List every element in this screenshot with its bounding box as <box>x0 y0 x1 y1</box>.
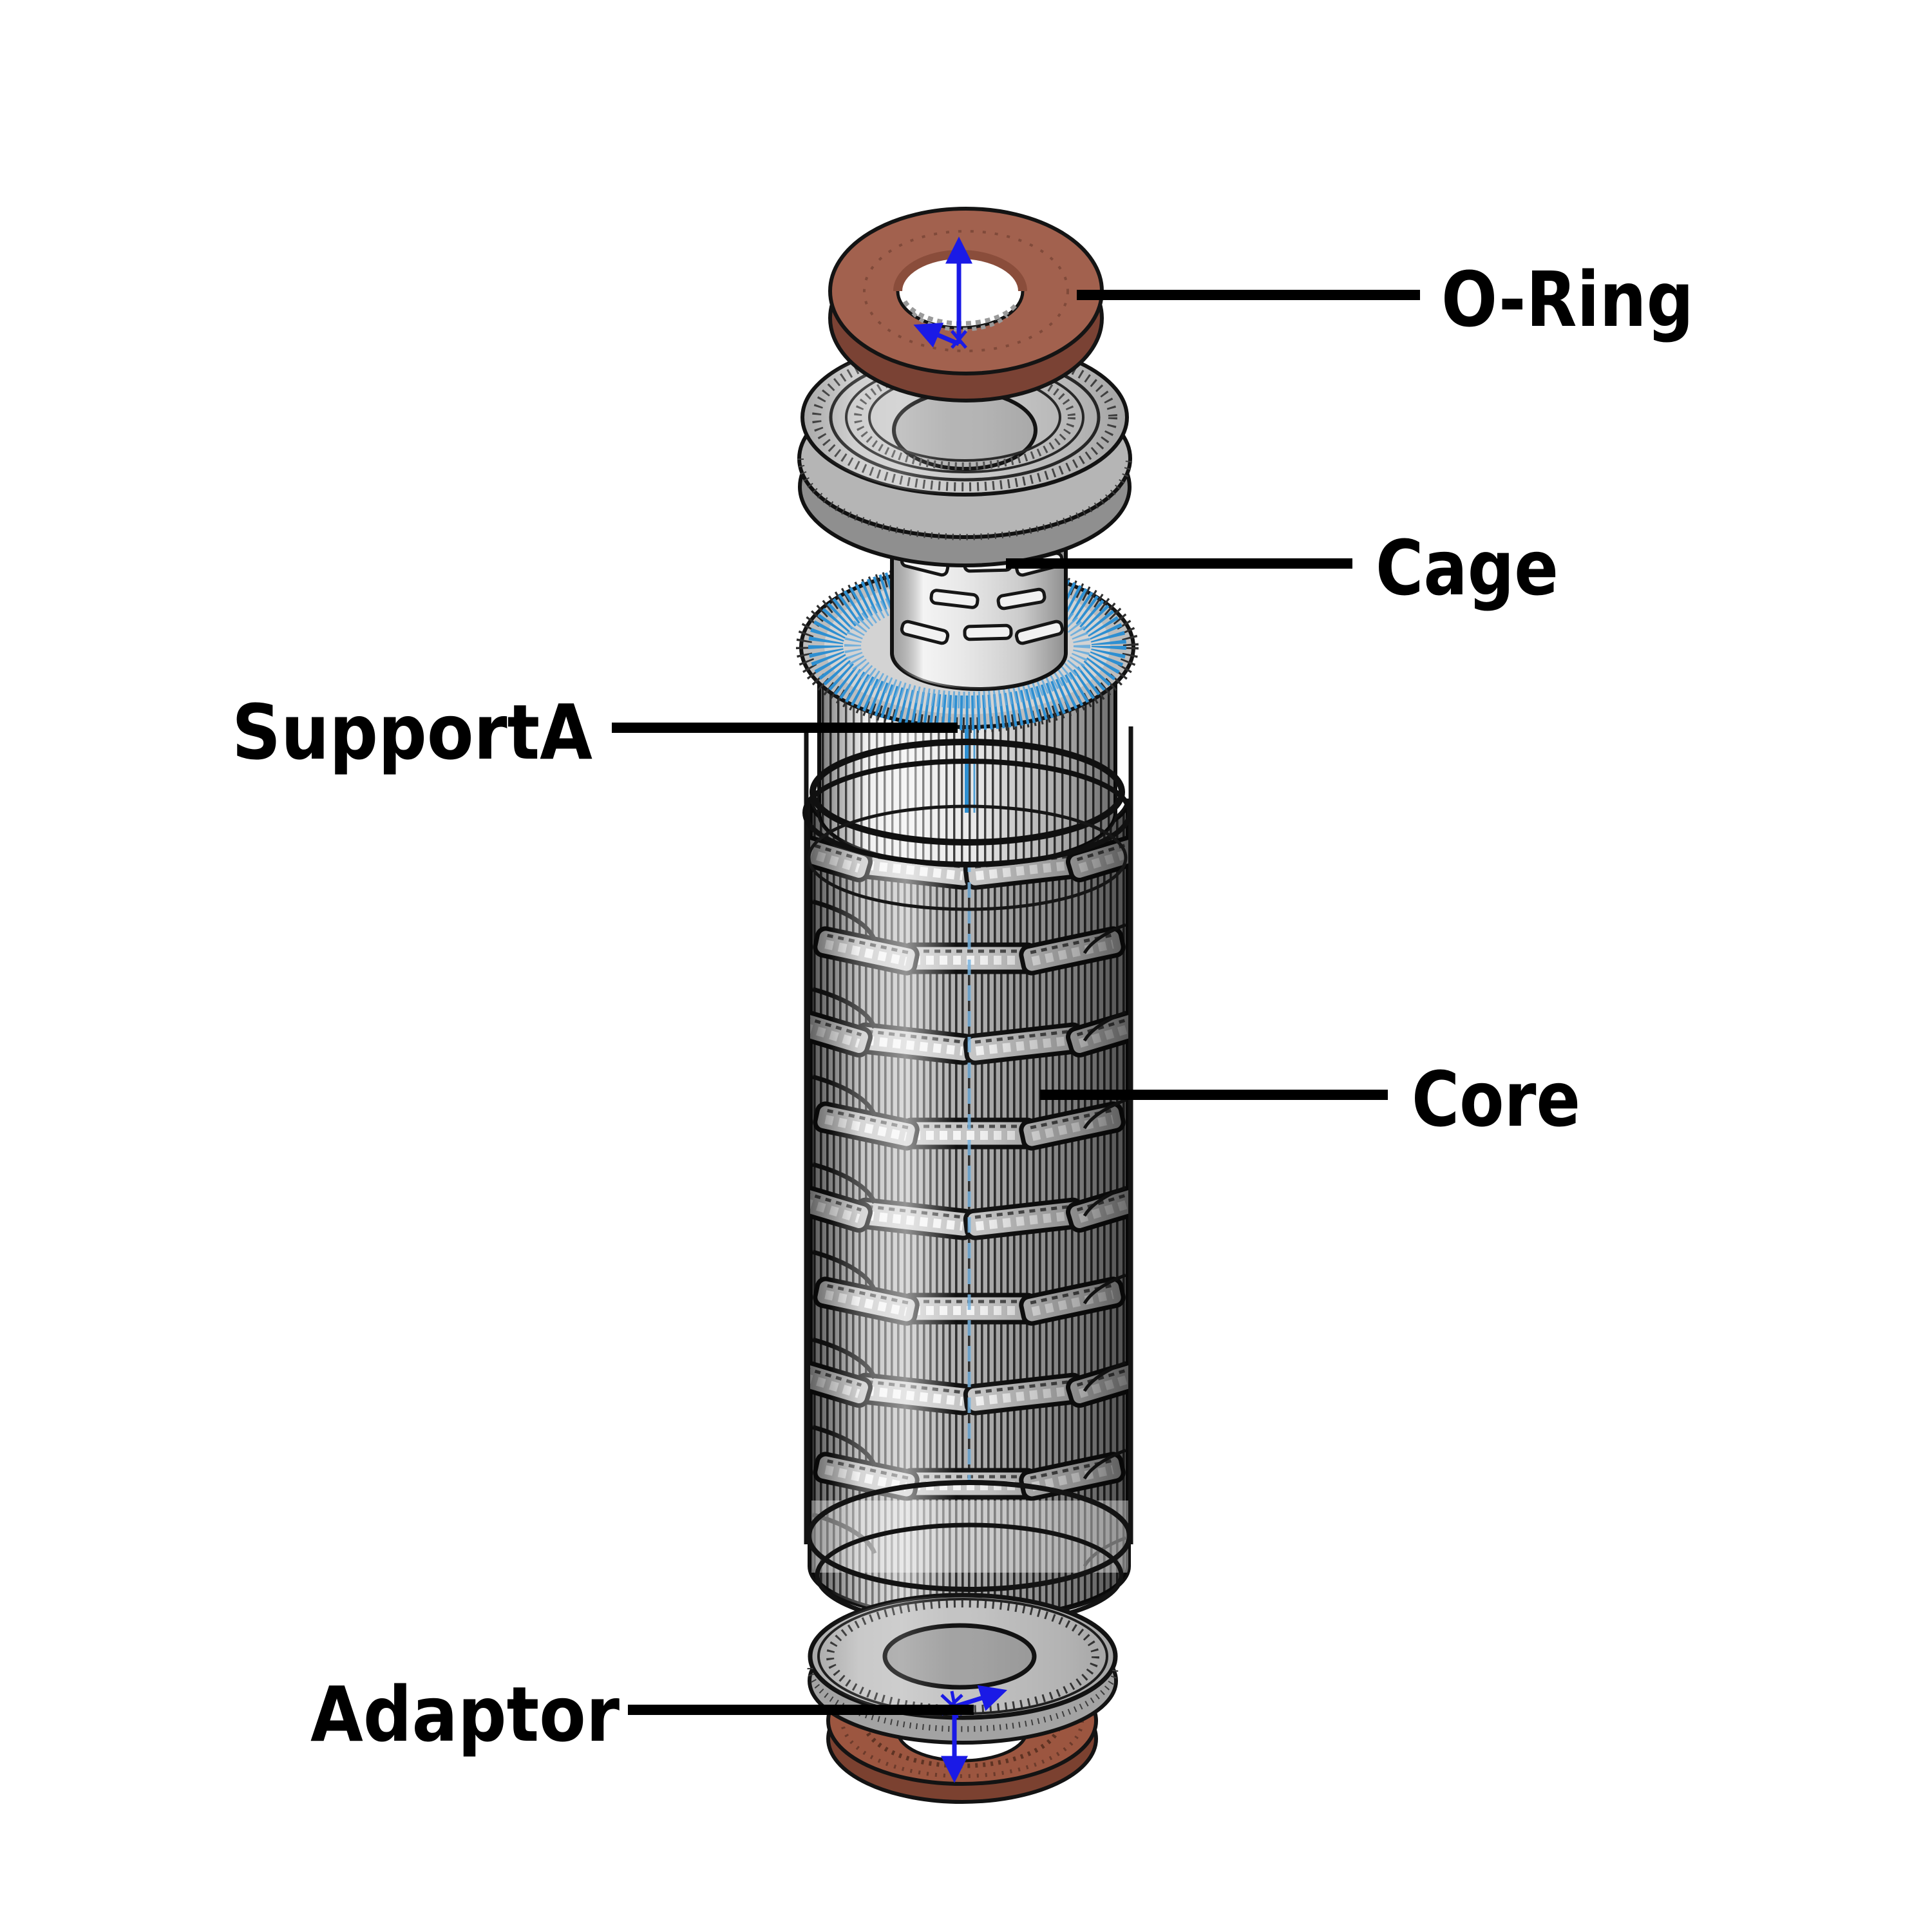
axis-origin-star-top <box>951 330 967 349</box>
label-adaptor: Adaptor <box>310 1670 620 1759</box>
supporta-bottom-ring <box>810 739 1125 846</box>
adaptor-disc-shading <box>810 1595 1115 1718</box>
adaptor-assembly <box>807 1593 1119 1804</box>
pleat-blue-spokes <box>808 562 1126 730</box>
o-ring-part <box>828 207 1104 402</box>
adaptor-disc-side-ticks <box>807 1667 1119 1732</box>
core-shading <box>810 799 1128 1619</box>
axis-left-arrow <box>913 323 960 348</box>
axis-right-arrow <box>953 1685 1008 1711</box>
pleat-blue-spokes-inner <box>844 583 1090 708</box>
label-cage: Cage <box>1376 524 1558 612</box>
flange-side-ticks <box>797 458 1132 540</box>
core-top-wire2 <box>807 804 1128 911</box>
outer-support-ticks <box>796 562 1139 733</box>
shell-transition-rings <box>802 726 1133 1544</box>
core-translucent-zone <box>811 1501 1128 1573</box>
core-top-ring <box>802 759 1132 867</box>
axis-triad-icon-top <box>913 236 972 349</box>
annotations: O-Ring Cage SupportA Core Adaptor <box>232 255 1694 1759</box>
oring-texture <box>863 230 1069 352</box>
adaptor-disc <box>807 1593 1119 1745</box>
label-supporta: SupportA <box>232 688 592 777</box>
label-core: Core <box>1412 1055 1580 1144</box>
oring-hole-see-through2 <box>911 312 1009 332</box>
core-part <box>806 798 1132 1628</box>
label-o-ring: O-Ring <box>1441 255 1694 344</box>
